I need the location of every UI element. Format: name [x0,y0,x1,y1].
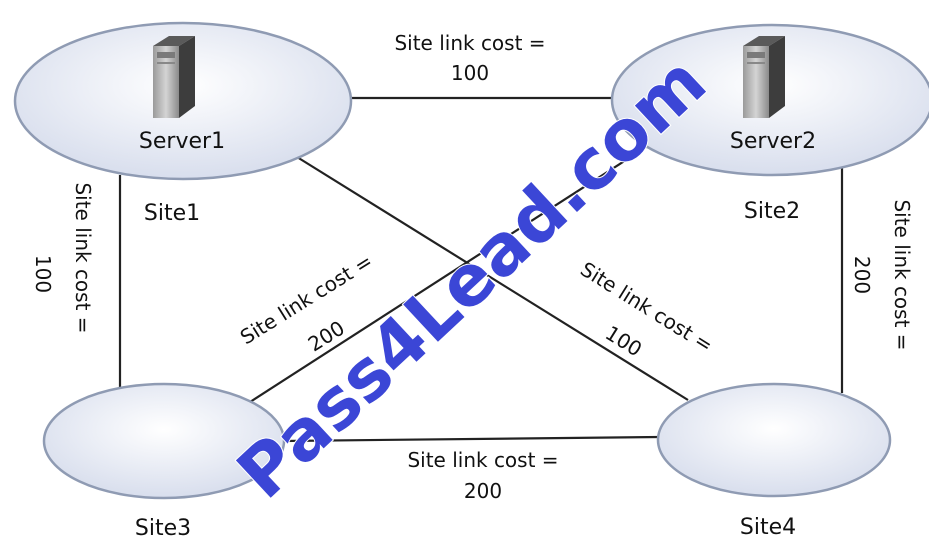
link-line-site1-site4 [296,156,689,401]
server2-label: Server2 [730,129,816,154]
link-lines [118,96,844,443]
site4-label: Site4 [740,515,796,540]
link-line-site3-site2 [249,139,658,403]
link-site3-site4-cost: 200 [464,479,502,503]
link-line-site3-site4 [282,435,661,443]
link-site1-site3-label: Site link cost = [71,182,95,333]
site2-label: Site2 [744,199,800,224]
link-site2-site4-cost: 200 [850,256,874,294]
link-site1-site3-cost: 100 [31,255,55,293]
server1-label: Server1 [139,129,225,154]
link-site3-site4-label: Site link cost = [407,448,558,472]
link-site1-site2-label: Site link cost = [394,31,545,55]
link-site1-site4-label: Site link cost = [576,257,717,357]
site1-label: Site1 [144,201,200,226]
server-icon [153,36,195,118]
site3-ellipse [42,382,286,500]
link-site1-site2-cost: 100 [451,61,489,85]
server-icon [743,36,785,118]
link-site2-site4-label: Site link cost = [890,199,914,350]
site4-ellipse [656,382,892,498]
site3-label: Site3 [135,516,191,541]
link-site1-site4-cost: 100 [601,321,646,362]
